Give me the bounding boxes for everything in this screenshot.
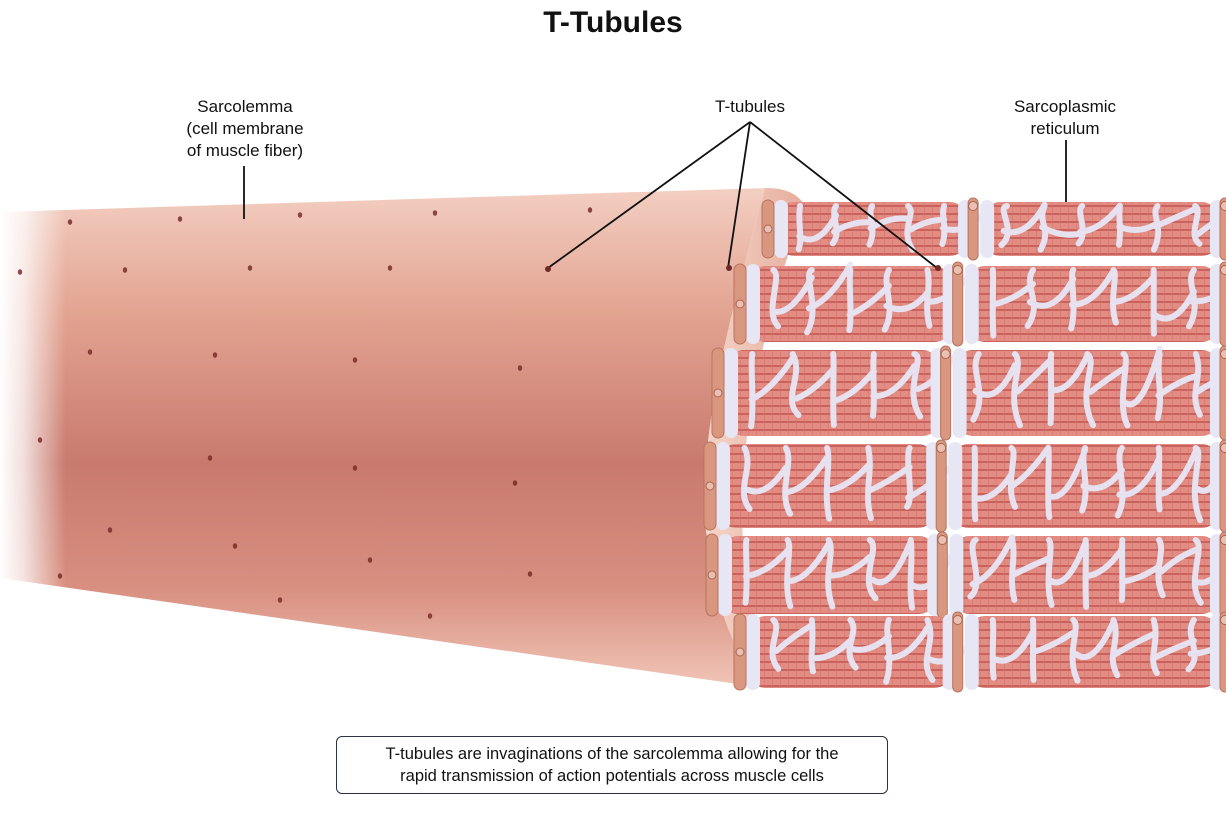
t-tubule-opening	[1221, 266, 1226, 275]
tubule-opening	[58, 573, 62, 579]
tubule-opening	[528, 571, 532, 577]
t-tubule-opening	[736, 648, 744, 656]
terminal-cisterna	[746, 264, 760, 344]
tubule-opening	[278, 597, 282, 603]
terminal-cisterna	[965, 264, 979, 344]
t-tubules-label: T-tubules	[690, 96, 810, 118]
tubule-opening	[88, 349, 92, 355]
terminal-cisterna	[953, 348, 967, 438]
terminal-cisterna	[724, 348, 738, 438]
tubule-opening	[208, 455, 212, 461]
terminal-cisterna	[746, 614, 760, 690]
tubule-opening	[38, 437, 42, 443]
tubule-opening	[388, 265, 392, 271]
tubule-opening	[518, 365, 522, 371]
tubule-opening	[68, 219, 72, 225]
caption-line: T-tubules are invaginations of the sarco…	[337, 743, 887, 765]
sarcolemma-label: Sarcolemma (cell membrane of muscle fibe…	[160, 96, 330, 162]
caption-line: rapid transmission of action potentials …	[337, 765, 887, 787]
t-tubule-opening	[1221, 350, 1226, 359]
tubule-opening	[588, 207, 592, 213]
tubule-opening	[108, 527, 112, 533]
t-tubule	[941, 346, 951, 440]
myofibril	[762, 198, 1226, 260]
t-tubule-opening	[941, 350, 950, 359]
terminal-cisterna	[965, 614, 979, 690]
t-tubule-opening	[1221, 536, 1226, 545]
myofibril-segment	[969, 266, 1218, 342]
t-tubule-opening	[953, 616, 962, 625]
terminal-cisterna	[949, 534, 963, 616]
tubule-opening	[213, 352, 217, 358]
terminal-cisterna	[774, 200, 788, 258]
t-tubule-opening	[1221, 202, 1226, 211]
terminal-cisterna	[718, 534, 732, 616]
myofibril-bundle	[704, 198, 1226, 692]
t-tubule-opening	[1221, 616, 1226, 625]
t-tubule-opening	[706, 482, 714, 490]
sarcolemma-label-line: (cell membrane	[160, 118, 330, 140]
sarcoplasmic-reticulum-label: Sarcoplasmic reticulum	[995, 96, 1135, 140]
sarcolemma-label-line: of muscle fiber)	[160, 140, 330, 162]
tubule-opening	[513, 480, 517, 486]
terminal-cisterna	[980, 200, 994, 258]
tubule-opening	[233, 543, 237, 549]
reticulum-label-line: reticulum	[995, 118, 1135, 140]
t-tubule	[1220, 440, 1226, 532]
tubule-opening	[298, 212, 302, 218]
t-tubule	[936, 440, 946, 532]
tubule-opening	[18, 269, 22, 275]
myofibril	[734, 612, 1226, 692]
myofibril	[734, 262, 1226, 346]
tubule-opening	[178, 216, 182, 222]
tubule-opening	[433, 210, 437, 216]
tubule-opening	[123, 267, 127, 273]
tubule-opening	[248, 265, 252, 271]
terminal-cisterna	[716, 442, 730, 530]
t-tubule-opening	[708, 571, 716, 579]
t-tubule-opening	[764, 225, 772, 233]
diagram-title: T-Tubules	[0, 6, 1226, 40]
tubule-opening	[428, 613, 432, 619]
myofibril	[704, 440, 1226, 532]
tubule-opening	[353, 465, 357, 471]
t-tubule-opening	[953, 266, 962, 275]
caption-box: T-tubules are invaginations of the sarco…	[336, 736, 888, 794]
sarcolemma-label-line: Sarcolemma	[160, 96, 330, 118]
t-tubule-opening	[938, 536, 947, 545]
t-tubule-opening	[1221, 444, 1226, 453]
t-tubule-opening	[736, 300, 744, 308]
t-tubule-opening	[937, 444, 946, 453]
t-tubule	[1220, 346, 1226, 440]
reticulum-label-line: Sarcoplasmic	[995, 96, 1135, 118]
myofibril	[712, 346, 1226, 440]
terminal-cisterna	[948, 442, 962, 530]
myofibril	[706, 532, 1226, 618]
t-tubule-opening	[969, 202, 978, 211]
tubule-opening	[353, 357, 357, 363]
t-tubule-opening	[714, 389, 722, 397]
tubule-opening	[368, 557, 372, 563]
